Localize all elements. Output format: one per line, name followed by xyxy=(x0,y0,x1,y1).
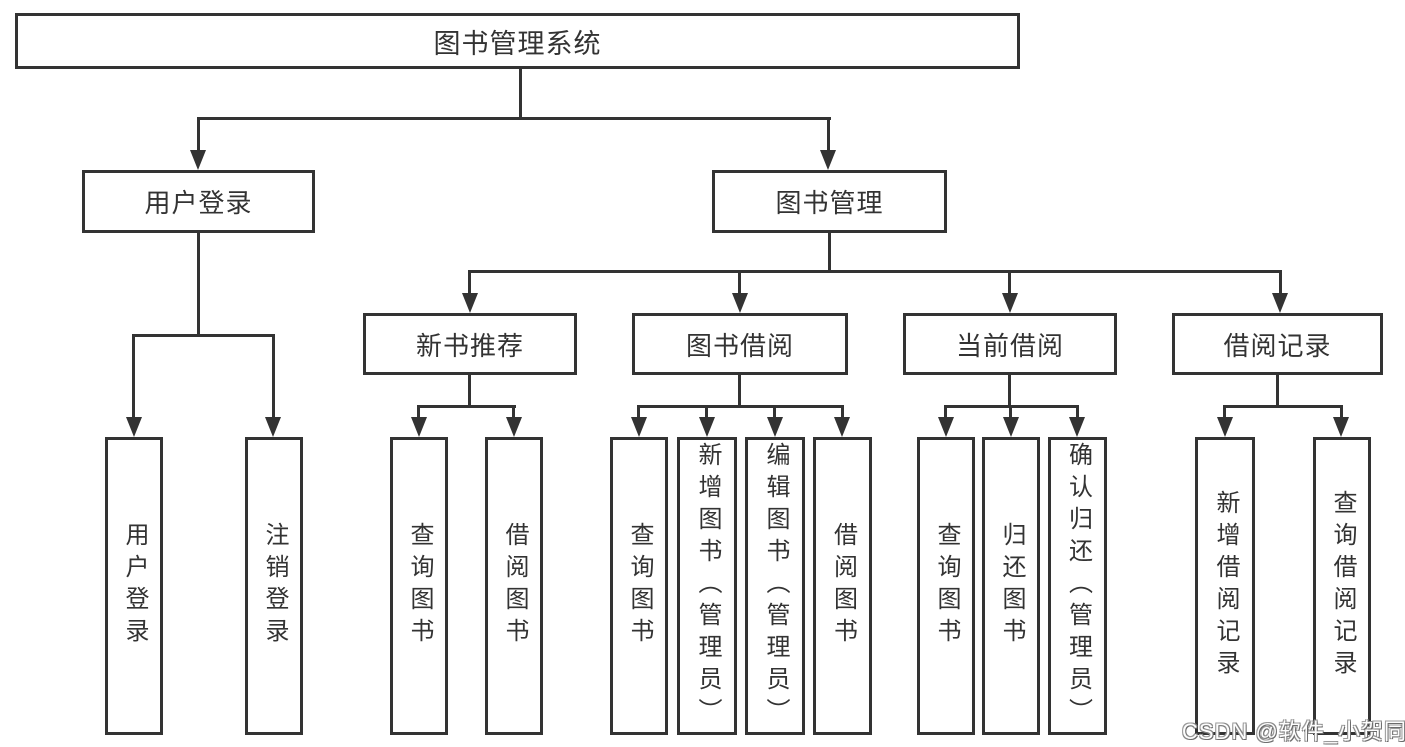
connector-line xyxy=(1008,270,1011,296)
node-label: 用户登录 xyxy=(144,188,253,218)
connector-line xyxy=(841,405,844,420)
leaf-edit-books-admin: 编辑图书（管理员） xyxy=(745,437,805,735)
arrow-down-icon xyxy=(938,417,954,437)
arrow-down-icon xyxy=(699,417,715,437)
connector-line xyxy=(132,334,135,421)
connector-line xyxy=(828,233,831,273)
node-label: 借阅记录 xyxy=(1223,330,1332,361)
connector-line xyxy=(417,405,420,420)
connector-line xyxy=(417,405,516,408)
leaf-return-books: 归还图书 xyxy=(982,437,1040,735)
leaf-label: 查询借阅记录 xyxy=(1329,490,1356,682)
leaf-borrow-books: 借阅图书 xyxy=(813,437,872,735)
leaf-label: 归还图书 xyxy=(998,522,1025,650)
connector-line xyxy=(1076,405,1079,420)
node-book-management: 图书管理 xyxy=(712,170,947,233)
leaf-user-login: 用户登录 xyxy=(105,437,163,735)
arrow-down-icon xyxy=(732,293,748,313)
arrow-down-icon xyxy=(1217,417,1233,437)
connector-line xyxy=(637,405,640,420)
connector-line xyxy=(738,270,741,296)
connector-line xyxy=(468,375,471,408)
node-current-borrowing: 当前借阅 xyxy=(903,313,1117,375)
leaf-label: 新增图书（管理员） xyxy=(694,442,721,730)
leaf-label: 新增借阅记录 xyxy=(1212,490,1239,682)
node-library-management-system: 图书管理系统 xyxy=(15,13,1020,69)
node-borrowing-records: 借阅记录 xyxy=(1172,313,1383,375)
connector-line xyxy=(197,233,200,336)
connector-line xyxy=(738,375,741,408)
arrow-down-icon xyxy=(631,417,647,437)
leaf-label: 用户登录 xyxy=(121,522,148,650)
arrow-down-icon xyxy=(820,150,836,170)
node-label: 新书推荐 xyxy=(415,330,524,361)
leaf-confirm-return-admin: 确认归还（管理员） xyxy=(1048,437,1107,735)
leaf-label: 确认归还（管理员） xyxy=(1064,442,1092,730)
connector-line xyxy=(1276,375,1279,408)
leaf-query-books-current: 查询图书 xyxy=(917,437,975,735)
connector-line xyxy=(1223,405,1343,408)
connector-line xyxy=(272,334,275,421)
connector-line xyxy=(1223,405,1226,420)
arrow-down-icon xyxy=(767,417,783,437)
leaf-label: 编辑图书（管理员） xyxy=(762,442,789,730)
connector-line xyxy=(1279,270,1282,296)
leaf-label: 查询图书 xyxy=(626,522,653,650)
node-new-book-recommendation: 新书推荐 xyxy=(363,313,577,375)
leaf-query-borrow-record: 查询借阅记录 xyxy=(1313,437,1371,735)
connector-line xyxy=(773,405,776,420)
leaf-label: 查询图书 xyxy=(933,522,960,650)
leaf-query-books-recommend: 查询图书 xyxy=(390,437,448,735)
leaf-add-books-admin: 新增图书（管理员） xyxy=(677,437,737,735)
leaf-label: 借阅图书 xyxy=(501,522,528,650)
node-label: 当前借阅 xyxy=(955,330,1064,361)
leaf-query-books-borrow: 查询图书 xyxy=(610,437,668,735)
leaf-label: 借阅图书 xyxy=(829,522,857,650)
arrow-down-icon xyxy=(265,417,281,437)
connector-line xyxy=(197,117,831,120)
arrow-down-icon xyxy=(126,417,142,437)
node-book-borrowing: 图书借阅 xyxy=(632,313,848,375)
connector-line xyxy=(512,405,515,420)
connector-line xyxy=(197,117,200,153)
connector-line xyxy=(637,405,844,408)
arrow-down-icon xyxy=(190,150,206,170)
arrow-down-icon xyxy=(1333,417,1349,437)
node-label: 图书管理 xyxy=(775,188,884,218)
arrow-down-icon xyxy=(1002,293,1018,313)
node-label: 图书借阅 xyxy=(685,330,794,361)
leaf-label: 注销登录 xyxy=(261,522,288,650)
leaf-add-borrow-record: 新增借阅记录 xyxy=(1195,437,1255,735)
arrow-down-icon xyxy=(1003,417,1019,437)
arrow-down-icon xyxy=(834,417,850,437)
arrow-down-icon xyxy=(1069,417,1085,437)
connector-line xyxy=(827,117,830,153)
leaf-borrow-books-recommend: 借阅图书 xyxy=(485,437,543,735)
connector-line xyxy=(1008,375,1011,408)
node-user-login: 用户登录 xyxy=(82,170,315,233)
arrow-down-icon xyxy=(1272,293,1288,313)
connector-line xyxy=(1009,405,1012,420)
connector-line xyxy=(705,405,708,420)
connector-line xyxy=(468,270,1282,273)
connector-line xyxy=(132,334,275,337)
arrow-down-icon xyxy=(411,417,427,437)
connector-line xyxy=(519,69,522,120)
arrow-down-icon xyxy=(462,293,478,313)
connector-line xyxy=(944,405,947,420)
leaf-logout: 注销登录 xyxy=(245,437,303,735)
arrow-down-icon xyxy=(506,417,522,437)
connector-line xyxy=(1340,405,1343,420)
connector-line xyxy=(468,270,471,296)
leaf-label: 查询图书 xyxy=(406,522,433,650)
node-label: 图书管理系统 xyxy=(433,28,602,59)
csdn-watermark: CSDN @软件_小贺同学 xyxy=(1182,719,1405,744)
